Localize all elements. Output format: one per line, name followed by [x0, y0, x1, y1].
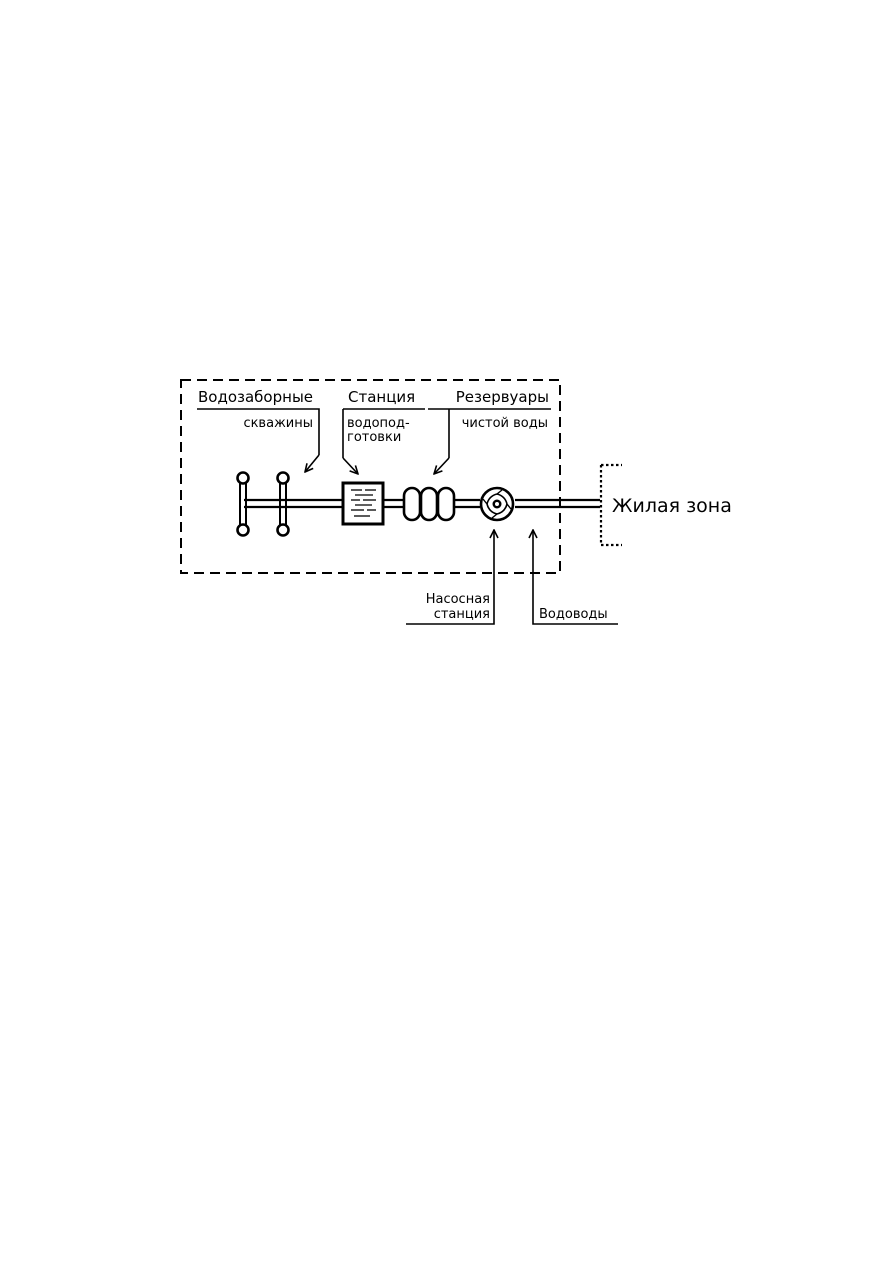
label-station-line3: готовки [347, 430, 401, 445]
label-wells-line2: скважины [243, 416, 313, 431]
leader-lines [197, 408, 618, 625]
label-wells-line1: Водозаборные [198, 388, 313, 406]
label-reservoirs-line2: чистой воды [462, 416, 548, 431]
well-icon-1 [236, 471, 250, 537]
reservoirs-icon [402, 486, 456, 522]
label-station-line1: Станция [348, 388, 415, 406]
label-residential-zone: Жилая зона [612, 495, 732, 517]
pump-station-icon [479, 486, 515, 522]
residential-zone-bracket [599, 463, 622, 547]
label-pump-line1: Насосная [426, 592, 490, 607]
label-pump-line2: станция [434, 607, 490, 622]
label-pipelines: Водоводы [539, 607, 608, 622]
label-station-line2: водопод- [347, 416, 410, 431]
main-pipeline [244, 498, 600, 509]
label-reservoirs-line1: Резервуары [456, 388, 549, 406]
well-icon-2 [276, 471, 290, 537]
site-boundary [180, 379, 561, 574]
treatment-station-icon [341, 481, 385, 526]
